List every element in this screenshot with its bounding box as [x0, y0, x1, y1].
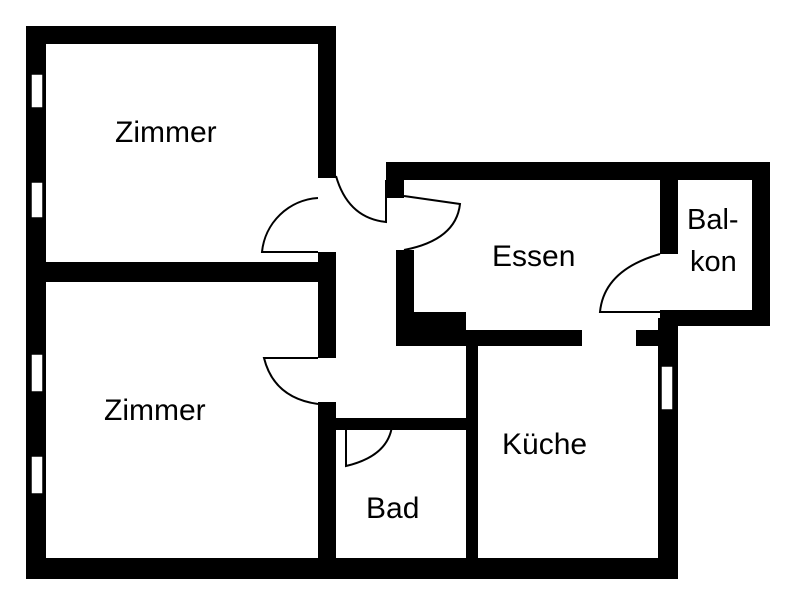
room-label-bad: Bad [366, 492, 419, 525]
window [30, 353, 44, 393]
windows [30, 73, 674, 495]
room-label-balkon-line2: kon [690, 246, 737, 278]
room-label-zimmer-bottom: Zimmer [104, 394, 206, 427]
window [30, 455, 44, 495]
door-essen [403, 195, 462, 251]
room-label-kueche: Küche [502, 428, 587, 461]
doors [260, 175, 661, 468]
door-zimmer-bottom [262, 357, 319, 405]
door-balkon [598, 253, 661, 313]
room-label-essen: Essen [492, 240, 575, 273]
door-bad [345, 425, 393, 468]
room-labels: Zimmer Zimmer Essen Bal- kon Küche Bad [104, 116, 739, 525]
door-zimmer-top [260, 197, 319, 253]
window [30, 73, 44, 109]
interior-walls [26, 162, 678, 579]
door-hall-top [335, 175, 387, 224]
window [660, 365, 674, 411]
room-label-balkon-line1: Bal- [687, 204, 739, 236]
window [30, 181, 44, 219]
room-label-zimmer-top: Zimmer [115, 116, 217, 149]
